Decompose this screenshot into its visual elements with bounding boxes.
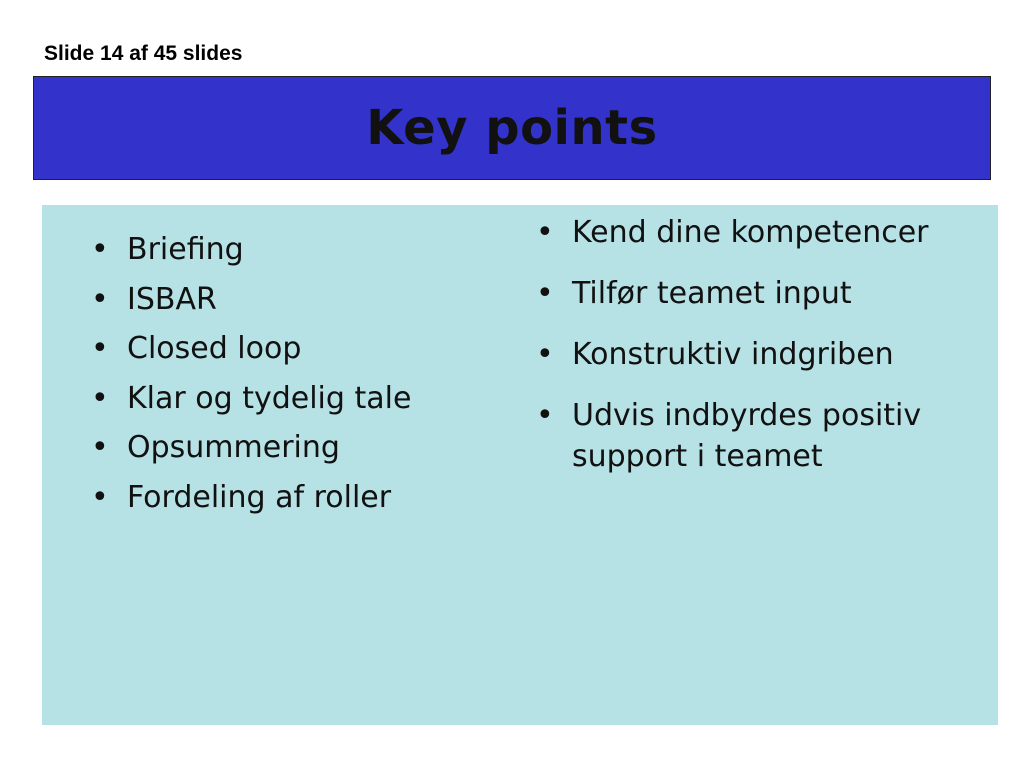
list-item-text: Udvis indbyrdes positiv support i teamet	[572, 398, 922, 474]
list-item: • Kend dine kompetencer	[536, 212, 956, 253]
content-panel: • Briefing • ISBAR • Closed loop • Klar og t…	[42, 205, 998, 725]
list-item-text: Tilfør teamet input	[572, 276, 852, 311]
list-item-text: Opsummering	[127, 430, 340, 465]
bullet-icon: •	[536, 337, 554, 372]
list-item-text: Konstruktiv indgriben	[572, 337, 894, 372]
right-bullet-list: • Kend dine kompetencer • Tilfør teamet in…	[536, 212, 956, 497]
bullet-icon: •	[91, 380, 109, 416]
bullet-icon: •	[91, 430, 109, 465]
list-item-text: ISBAR	[127, 281, 217, 317]
list-item: • Klar og tydelig tale	[91, 379, 481, 419]
list-item-text: Kend dine kompetencer	[572, 215, 929, 250]
list-item: • Briefing	[91, 230, 481, 270]
list-item: • Fordeling af roller	[91, 478, 481, 518]
list-item: • Konstruktiv indgriben	[536, 334, 956, 375]
title-bar: Key points	[33, 76, 991, 180]
list-item: • Opsummering	[91, 428, 481, 468]
slide-counter: Slide 14 af 45 slides	[44, 42, 243, 65]
bullet-icon: •	[91, 479, 109, 515]
bullet-icon: •	[91, 232, 109, 267]
list-item: • Closed loop	[91, 329, 481, 369]
list-item-text: Briefing	[127, 232, 244, 267]
list-item-text: Klar og tydelig tale	[127, 380, 412, 416]
left-bullet-list: • Briefing • ISBAR • Closed loop • Klar og t…	[91, 230, 481, 527]
bullet-icon: •	[536, 398, 554, 433]
list-item: • Tilfør teamet input	[536, 273, 956, 314]
list-item: • Udvis indbyrdes positiv support i teame…	[536, 395, 956, 477]
bullet-icon: •	[536, 215, 554, 250]
list-item: • ISBAR	[91, 280, 481, 320]
list-item-text: Fordeling af roller	[127, 479, 392, 515]
slide-title: Key points	[366, 100, 658, 156]
bullet-icon: •	[536, 276, 554, 311]
bullet-icon: •	[91, 331, 109, 366]
list-item-text: Closed loop	[127, 331, 302, 366]
bullet-icon: •	[91, 281, 109, 317]
